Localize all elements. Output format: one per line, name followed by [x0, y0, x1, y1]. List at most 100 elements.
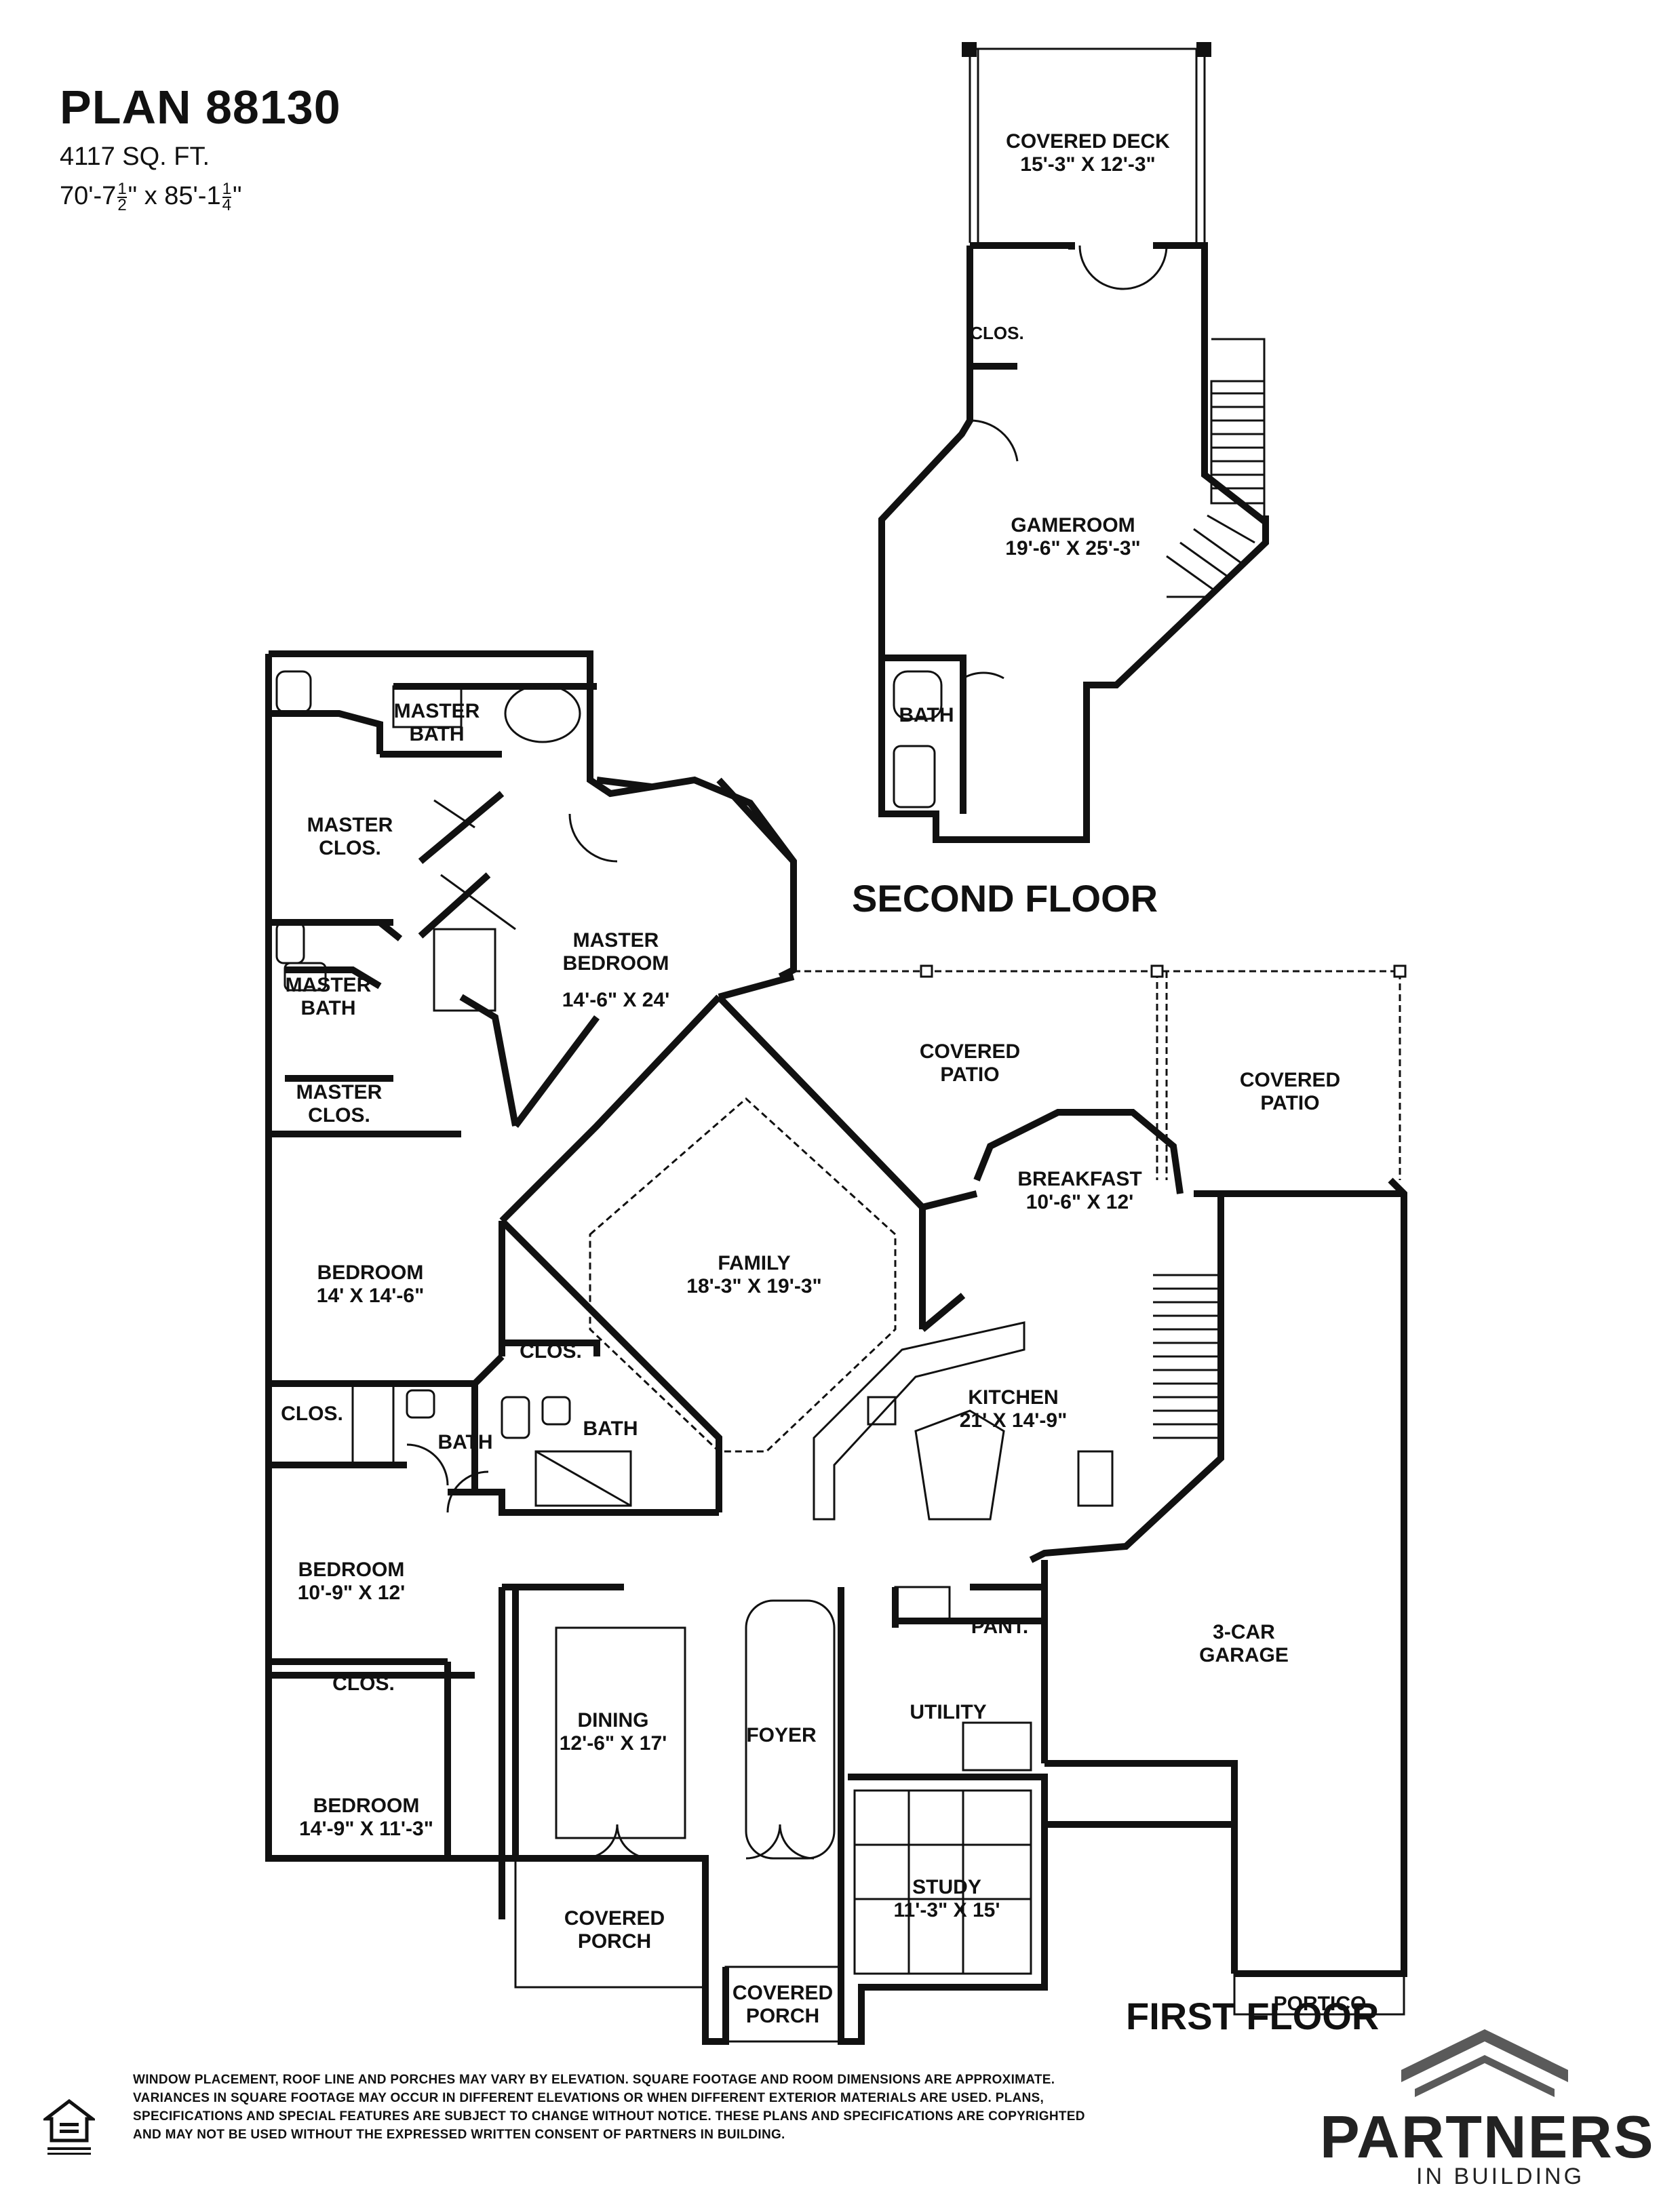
second-floor-label: SECOND FLOOR [852, 877, 1158, 920]
room-dimension: 15'-3" X 12'-3" [1020, 153, 1156, 176]
dining-inner [555, 1586, 1032, 1975]
room-bedroom-2: BEDROOM 10'-9" X 12' [298, 1559, 406, 1605]
plan-title: PLAN 88130 [60, 81, 341, 134]
room-name-2: BATH [409, 723, 465, 745]
room-covered-deck: COVERED DECK 15'-3" X 12'-3" [1006, 130, 1170, 176]
room-closet-a: CLOS. [520, 1340, 582, 1363]
first-floor-exterior-walls [265, 650, 1407, 2045]
room-name: STUDY [912, 1876, 981, 1898]
room-closet-b: CLOS. [281, 1403, 343, 1425]
room-name-2: PATIO [940, 1063, 1000, 1086]
dim-b-unit: " [232, 182, 242, 211]
room-master-closet: MASTER CLOS. [307, 814, 393, 860]
dim-a-num: 1 [117, 180, 127, 198]
room-dimension: 21' X 14'-9" [959, 1409, 1068, 1432]
dim-b-den: 4 [222, 196, 231, 214]
family-room-inner [589, 1097, 897, 1453]
room-study: STUDY 11'-3" X 15' [894, 1876, 1000, 1922]
room-gameroom: GAMEROOM 19'-6" X 25'-3" [1005, 514, 1140, 560]
room-kitchen: KITCHEN 21' X 14'-9" [960, 1386, 1068, 1432]
brand-subtitle: IN BUILDING [1416, 2164, 1585, 2189]
room-name: COVERED [919, 1040, 1021, 1063]
room-bath-b: BATH [583, 1417, 638, 1440]
room-name: MASTER [285, 974, 372, 996]
room-garage: 3-CAR GARAGE [1199, 1621, 1289, 1667]
room-name-2: PORCH [577, 1930, 652, 1953]
room-name-2: PORCH [745, 2005, 820, 2027]
room-bedroom-3: BEDROOM 14'-9" X 11'-3" [299, 1795, 433, 1841]
room-name: COVERED DECK [1006, 130, 1170, 153]
room-dimension: 10'-6" X 12' [1025, 1191, 1134, 1213]
dim-a-unit: " x 85'-1 [128, 182, 221, 211]
covered-deck-outline [969, 47, 1206, 243]
room-name: MASTER [296, 1081, 383, 1103]
room-master-bath: MASTER BATH [394, 700, 480, 746]
room-pantry: PANT. [971, 1616, 1029, 1638]
room-dimension: 14' X 14'-6" [316, 1285, 425, 1307]
room-name-2: PATIO [1260, 1092, 1320, 1114]
room-name: COVERED [1239, 1069, 1341, 1091]
garage-walls [1041, 1560, 1238, 1831]
room-dining: DINING 12'-6" X 17' [560, 1709, 667, 1755]
room-name: 3-CAR [1213, 1621, 1275, 1643]
first-floor-label: FIRST FLOOR [1126, 1995, 1380, 2037]
disclaimer-line-1: WINDOW PLACEMENT, ROOF LINE AND PORCHES … [133, 2073, 1055, 2087]
room-name: MASTER [307, 814, 393, 836]
room-dimension: 18'-3" X 19'-3" [686, 1275, 822, 1297]
room-portico: PORTICO [1273, 1993, 1367, 2015]
plan-square-footage: 4117 SQ. FT. [60, 142, 210, 171]
room-name-2: BEDROOM [562, 952, 669, 975]
room-dimension: 11'-3" X 15' [893, 1899, 1000, 1921]
room-family: FAMILY 18'-3" X 19'-3" [686, 1252, 821, 1298]
room-dimension: 10'-9" X 12' [297, 1582, 406, 1604]
master-bedroom-walls [596, 777, 796, 1000]
gameroom-stairs [1166, 338, 1266, 598]
room-name: FAMILY [718, 1252, 791, 1274]
dim-a-den: 2 [117, 196, 127, 214]
bedroom-walls [271, 1340, 719, 1858]
room-name: BEDROOM [317, 1262, 424, 1284]
room-dimension: 14'-6" X 24' [562, 989, 670, 1011]
room-name: BEDROOM [313, 1795, 420, 1817]
portico-outline [1233, 1972, 1405, 2016]
room-name: DINING [577, 1709, 649, 1732]
brand-wordmark: PARTNERS [1320, 2103, 1655, 2170]
room-name: BEDROOM [298, 1559, 405, 1581]
room-name-2: GARAGE [1199, 1644, 1289, 1666]
room-master-bath-2: MASTER BATH [286, 974, 372, 1020]
master-suite-walls [271, 683, 722, 1224]
room-breakfast: BREAKFAST 10'-6" X 12' [1017, 1168, 1141, 1214]
room-name: GAMEROOM [1011, 514, 1135, 536]
dim-b-num: 1 [222, 180, 231, 198]
covered-patio-outline [794, 970, 1401, 1180]
room-covered-porch-2: COVERED PORCH [732, 1982, 833, 2028]
room-name: COVERED [564, 1907, 665, 1930]
room-name: BREAKFAST [1017, 1168, 1142, 1190]
room-utility: UTILITY [910, 1701, 987, 1723]
room-name-2: CLOS. [319, 837, 381, 859]
disclaimer-line-4: AND MAY NOT BE USED WITHOUT THE EXPRESSE… [133, 2128, 785, 2142]
room-foyer: FOYER [746, 1724, 817, 1746]
disclaimer: WINDOW PLACEMENT, ROOF LINE AND PORCHES … [133, 2071, 1272, 2144]
gameroom-walls [878, 242, 1269, 843]
room-covered-patio-2: COVERED PATIO [1240, 1069, 1340, 1115]
partners-logo-icon [1401, 2029, 1568, 2097]
room-name-2: CLOS. [308, 1104, 370, 1127]
room-bath-a: BATH [437, 1431, 493, 1453]
room-bath-2f: BATH [899, 704, 954, 726]
room-closet-2f: CLOS. [970, 323, 1024, 343]
room-dimension: 19'-6" X 25'-3" [1005, 537, 1141, 560]
equal-housing-icon [43, 2098, 95, 2155]
kitchen-island [813, 1274, 1221, 1521]
room-name-2: BATH [300, 997, 356, 1019]
room-name: MASTER [572, 929, 659, 952]
room-closet-c: CLOS. [332, 1673, 395, 1695]
room-master-bedroom: MASTER BEDROOM 14'-6" X 24' [562, 929, 670, 1012]
room-dimension: 14'-9" X 11'-3" [299, 1818, 433, 1840]
room-master-closet-2: MASTER CLOS. [296, 1081, 383, 1127]
disclaimer-line-3: SPECIFICATIONS AND SPECIAL FEATURES ARE … [133, 2109, 1085, 2124]
